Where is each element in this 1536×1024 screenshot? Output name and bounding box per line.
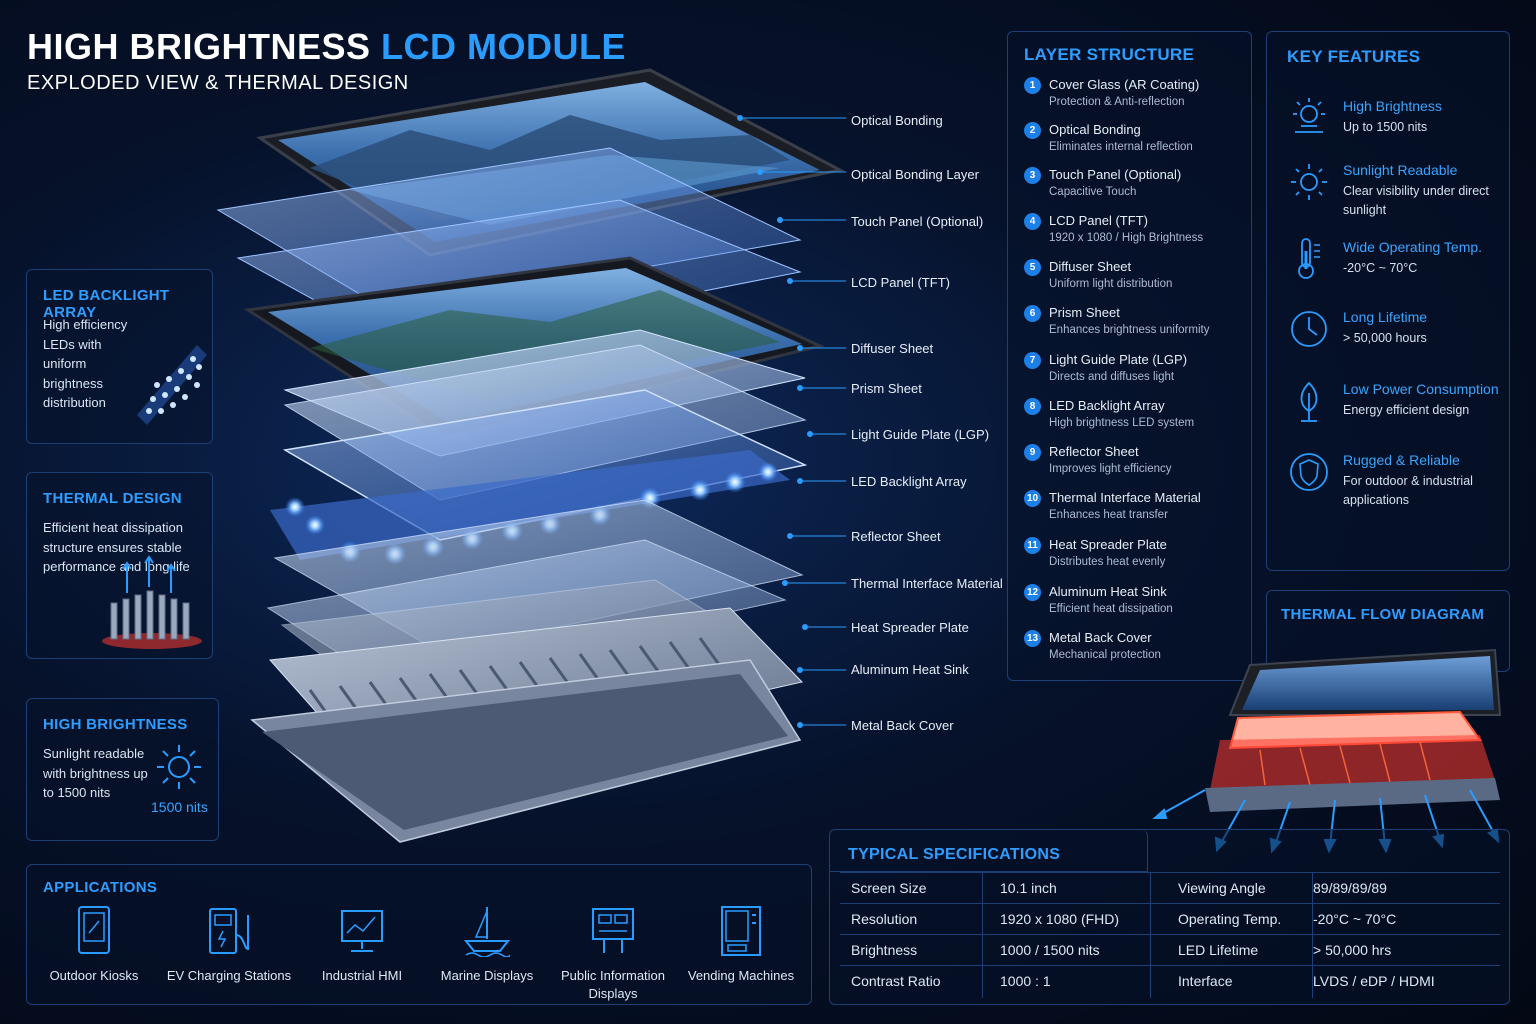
thermal-flow-illustration (1152, 648, 1502, 854)
vending-icon (721, 906, 761, 956)
title-main: HIGH BRIGHTNESS (27, 26, 371, 67)
title-accent: LCD MODULE (381, 26, 627, 67)
callout-heat-spreader: Heat Spreader Plate (851, 620, 969, 635)
callout-back-cover: Metal Back Cover (851, 718, 954, 733)
info-display-icon (592, 908, 634, 953)
leaf-icon (1300, 381, 1318, 422)
hmi-icon (341, 910, 383, 952)
page-subtitle: EXPLODED VIEW & THERMAL DESIGN (27, 72, 409, 94)
key-features-title: KEY FEATURES (1287, 47, 1421, 66)
callout-tim: Thermal Interface Material (851, 576, 1003, 591)
table-row: Resolution 1920 x 1080 (FHD) Operating T… (840, 903, 1500, 933)
callout-leader-lines (737, 115, 846, 728)
high-brightness-panel: HIGH BRIGHTNESS Sunlight readable with b… (26, 698, 219, 841)
led-backlight-panel: LED BACKLIGHT ARRAY High efficiency LEDs… (26, 269, 213, 444)
thermal-panel-title: THERMAL DESIGN (43, 490, 182, 507)
key-features-panel: KEY FEATURES High Brightness Up to 1500 … (1266, 31, 1510, 571)
spec-divider (1312, 872, 1313, 998)
sun-icon (1291, 164, 1327, 200)
callout-optical-bonding-layer: Optical Bonding Layer (851, 167, 979, 182)
thermal-flow-title: THERMAL FLOW DIAGRAM (1281, 606, 1485, 623)
callout-heat-sink: Aluminum Heat Sink (851, 662, 969, 677)
thermal-design-panel: THERMAL DESIGN Efficient heat dissipatio… (26, 472, 213, 659)
specs-title: TYPICAL SPECIFICATIONS (848, 846, 1061, 863)
app-item: Public Information Displays (548, 905, 678, 1003)
exploded-view-illustration (216, 68, 845, 843)
callout-reflector: Reflector Sheet (851, 529, 941, 544)
callout-touch-panel: Touch Panel (Optional) (851, 214, 984, 229)
ship-icon (464, 907, 510, 957)
applications-title: APPLICATIONS (43, 879, 158, 896)
layer-structure-title: LAYER STRUCTURE (1024, 45, 1195, 64)
spec-divider (982, 872, 983, 998)
spec-divider (1150, 872, 1151, 998)
callout-led-array: LED Backlight Array (851, 474, 967, 489)
table-row: Brightness 1000 / 1500 nits LED Lifetime… (840, 934, 1500, 964)
specs-tab (830, 830, 1148, 872)
page-title: HIGH BRIGHTNESS LCD MODULE (27, 26, 626, 68)
app-item: Vending Machines (676, 905, 806, 985)
applications-panel: APPLICATIONS Outdoor Kiosks EV Charging … (26, 864, 812, 1005)
callout-optical-bonding: Optical Bonding (851, 113, 943, 128)
table-row: Contrast Ratio 1000 : 1 Interface LVDS /… (840, 965, 1500, 995)
brightness-value: 1500 nits (151, 799, 208, 815)
clock-icon (1291, 311, 1327, 347)
led-panel-title: LED BACKLIGHT ARRAY (43, 287, 170, 321)
led-grid-icon (137, 345, 207, 425)
app-item: Industrial HMI (297, 905, 427, 985)
ev-charger-icon (209, 908, 249, 954)
led-panel-text: High efficiency LEDs with uniform bright… (43, 317, 128, 410)
callout-lcd-panel: LCD Panel (TFT) (851, 275, 950, 290)
brightness-panel-text: Sunlight readable with brightness up to … (43, 746, 148, 800)
callout-prism: Prism Sheet (851, 381, 922, 396)
brightness-icon (1293, 98, 1325, 133)
app-item: Outdoor Kiosks (29, 905, 159, 985)
shield-icon (1290, 453, 1328, 491)
kiosk-icon (78, 906, 110, 954)
brightness-panel-title: HIGH BRIGHTNESS (43, 716, 188, 733)
callout-lgp: Light Guide Plate (LGP) (851, 427, 990, 442)
app-item: EV Charging Stations (164, 905, 294, 985)
heatsink-icon (102, 555, 202, 649)
app-item: Marine Displays (422, 905, 552, 985)
thermometer-icon (1298, 238, 1320, 279)
specifications-panel: TYPICAL SPECIFICATIONS Screen Size 10.1 … (829, 829, 1510, 1005)
sun-icon (157, 745, 201, 789)
callout-diffuser: Diffuser Sheet (851, 341, 934, 356)
table-row: Screen Size 10.1 inch Viewing Angle 89/8… (840, 872, 1500, 902)
